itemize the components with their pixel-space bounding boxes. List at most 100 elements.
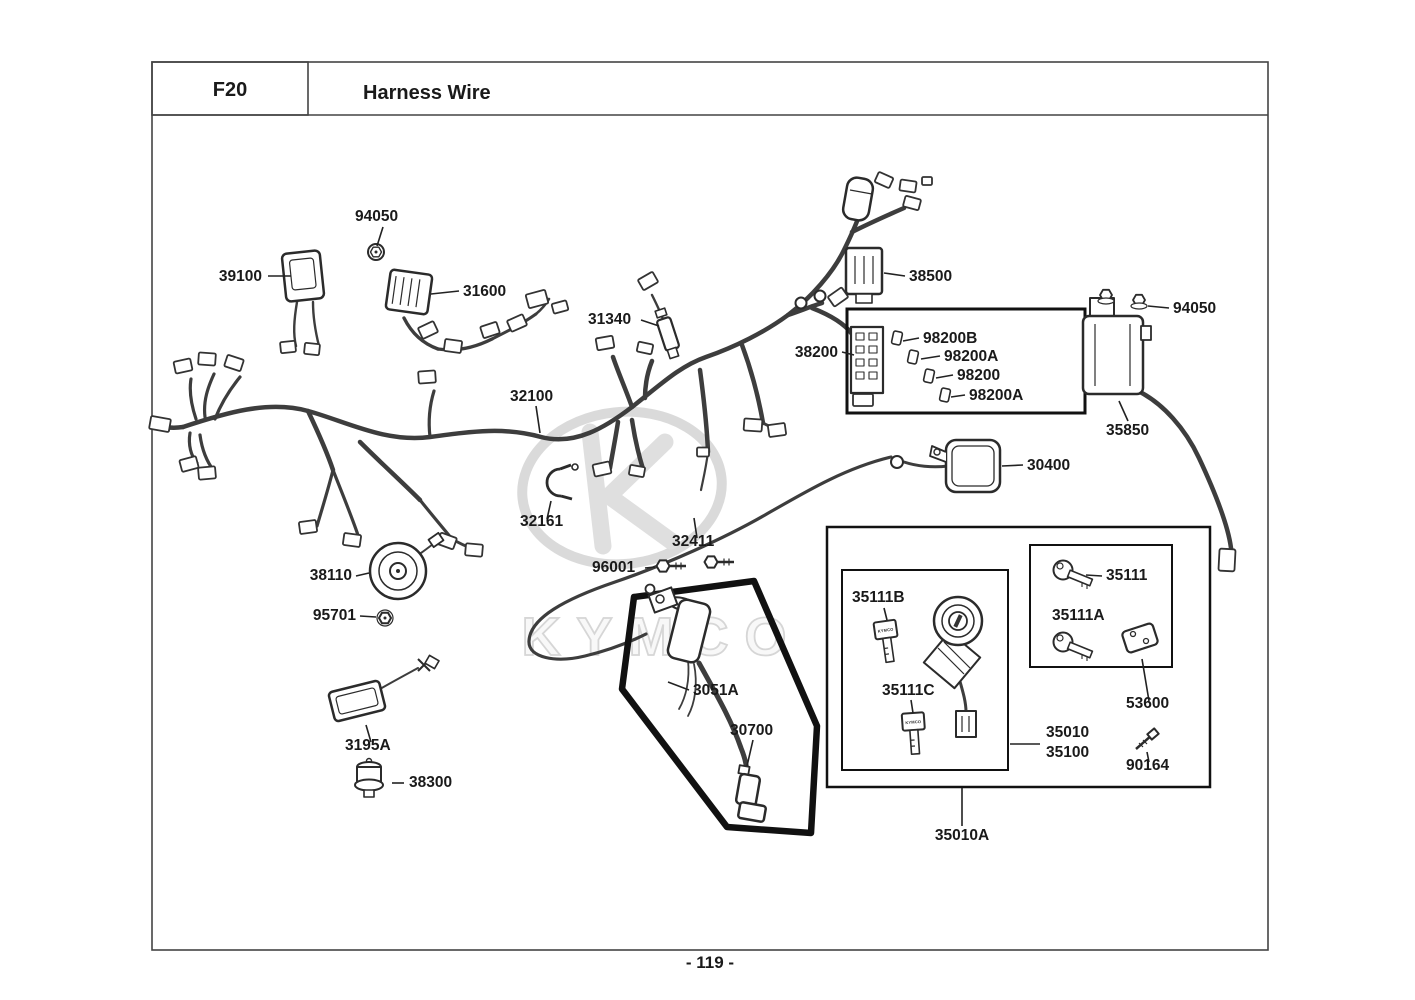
part-90164-screw [1135,727,1160,750]
left-fan-5 [198,433,216,473]
wire-3195A [379,667,419,690]
branch-mid-up-2 [642,358,655,401]
part-label-94050-right: 94050 [1173,300,1216,317]
part-label-98200B: 98200B [923,330,977,347]
left-down-branch-b [331,468,361,540]
wire-39100-b [311,300,321,348]
wire-switch [957,676,968,714]
left-down-branch [305,408,336,473]
part-label-35010: 35010 [1046,724,1089,741]
part-label-35111B: 35111B [852,589,905,606]
key-brand-35111B: KYMCO [877,627,893,634]
branch-mid-down-2 [629,417,646,472]
part-label-3195A: 3195A [345,737,391,754]
page-header: F20 Harness Wire [213,79,491,104]
part-31600-regulator [384,268,434,316]
part-32161-clamp [545,463,579,501]
branch-mid-down-3 [697,367,711,455]
connectors [148,171,1237,573]
part-53600-immobilizer [1121,622,1159,654]
part-key-35111C: KYMCO [900,711,926,756]
part-label-35111: 35111 [1106,567,1148,584]
part-label-35850: 35850 [1106,422,1149,439]
part-label-35100: 35100 [1046,744,1089,761]
part-label-31600: 31600 [463,283,506,300]
part-label-32100: 32100 [510,388,553,405]
part-38200-fusebox [849,325,885,395]
wire-35850 [1137,389,1234,551]
part-label-32411: 32411 [672,533,715,550]
part-label-98200: 98200 [957,367,1000,384]
part-30400-cdi [890,438,1002,494]
diagram-border [151,61,1269,951]
branch-fusebox [809,305,855,337]
part-38300-sensor [354,757,384,798]
part-38110-horn [368,531,445,601]
watermark-brand-text: KYMCO [522,607,803,667]
part-95701-bolt [376,609,394,627]
part-label-35010A: 35010A [935,827,989,844]
watermark-k-logo [581,423,680,555]
wire-31600-bundle-1 [402,316,440,351]
part-3051A-ignition-coil [644,583,712,664]
branch-up-430 [427,389,436,439]
left-fan-2 [202,372,216,419]
part-label-90164: 90164 [1126,757,1169,774]
part-ring-terminals [794,289,827,310]
part-label-38200: 38200 [795,344,838,361]
part-label-35111A: 35111A [1052,607,1105,624]
box-35111 [1029,544,1173,668]
center-down-branch-a [418,498,454,541]
part-3195A-resistor [327,654,440,723]
part-label-98200A-2: 98200A [969,387,1023,404]
part-key-35111B: KYMCO [872,618,899,664]
wire-39100-a [293,300,299,348]
part-label-94050-top: 94050 [355,208,398,225]
key-brand-35111C: KYMCO [905,719,921,725]
components: KYMCO KYMCO [280,176,1160,823]
page-frame [151,61,1269,951]
part-98200-fuses [890,330,952,403]
part-35010-ignition-switch [922,595,984,738]
page-number: - 119 - [686,953,734,972]
part-label-30400: 30400 [1027,457,1070,474]
box-35010A [825,525,1212,789]
branch-mid-down-1 [607,419,621,471]
part-label-98200A-1: 98200A [944,348,998,365]
part-top-boot [841,176,875,222]
part-label-96001: 96001 [592,559,635,576]
branch-right-mid [739,342,766,426]
left-down-branch-a [315,468,335,528]
part-label-31340: 31340 [588,311,631,328]
left-fan-1 [188,377,198,421]
part-38500-relay [844,246,884,304]
section-code: F20 [213,79,247,101]
part-label-32161: 32161 [520,513,563,530]
part-94050-nuts-right [1097,288,1148,310]
part-30700-plug-cap [734,764,767,823]
part-label-35111C: 35111C [882,682,935,699]
center-down-branch [357,439,423,503]
branch-mid-up-1 [610,354,635,410]
part-label-30700: 30700 [730,722,773,739]
part-96001-bolts [655,555,734,573]
branch-ring-terminals [785,300,825,318]
wire-30400 [902,460,950,469]
branch-top-connector [849,205,907,235]
part-labels: 94050 39100 31600 31340 38500 98200B 982… [219,208,1216,844]
wire-coil-a [687,663,697,717]
part-key-35111A [1052,631,1094,661]
part-label-3051A: 3051A [693,682,739,699]
left-fan-3 [213,375,242,421]
part-label-95701: 95701 [313,607,356,624]
watermark-ellipse [517,406,727,570]
part-35850-ignition-unit [1081,297,1152,396]
part-label-38500: 38500 [909,268,952,285]
part-39100-relay [280,249,326,303]
part-label-53600: 53600 [1126,695,1169,712]
kymco-watermark: KYMCO [517,406,803,668]
coil-area-outline [618,577,821,837]
part-94050-bolt-top [367,243,385,261]
outline-boxes [618,307,1212,837]
